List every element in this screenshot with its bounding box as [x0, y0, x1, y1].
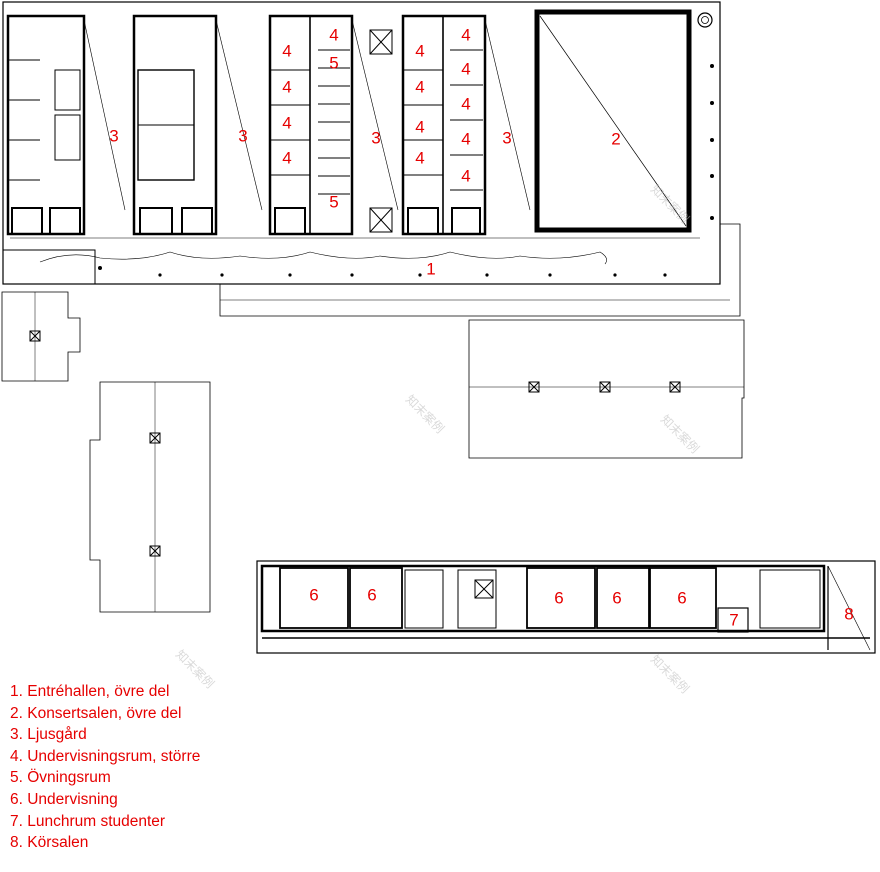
room-label: 4: [415, 117, 424, 136]
room-label: 3: [109, 126, 118, 145]
legend-item: 1. Entréhallen, övre del: [10, 683, 170, 700]
room-label: 4: [282, 41, 291, 60]
room-label: 4: [461, 166, 470, 185]
room-label: 3: [238, 126, 247, 145]
right-annex: [468, 319, 745, 459]
watermark: 知末案例: [403, 392, 448, 437]
middle-annex: [89, 381, 211, 613]
legend-item: 5. Övningsrum: [10, 769, 111, 787]
watermark: 知末案例: [648, 182, 693, 227]
room-label: 4: [282, 113, 291, 132]
room-label: 6: [309, 585, 318, 604]
legend-item: 2. Konsertsalen, övre del: [10, 704, 182, 722]
room-label: 6: [554, 588, 563, 607]
room-label: 4: [415, 77, 424, 96]
room-label: 7: [729, 610, 738, 629]
room-label: 5: [329, 192, 338, 211]
room-label: 4: [415, 148, 424, 167]
room-label: 5: [329, 53, 338, 72]
legend-item: 6. Undervisning: [10, 790, 118, 808]
legend-item: 3. Ljusgård: [10, 726, 87, 744]
room-label: 6: [367, 585, 376, 604]
room-label: 3: [371, 128, 380, 147]
watermark: 知末案例: [658, 412, 703, 457]
room-label: 4: [282, 148, 291, 167]
legend-item: 8. Körsalen: [10, 834, 89, 852]
room-label: 4: [329, 25, 338, 44]
legend: 1. Entréhallen, övre del 2. Konsertsalen…: [10, 681, 200, 854]
room-label: 6: [677, 588, 686, 607]
block-d: [401, 14, 531, 236]
block-b: [132, 14, 263, 236]
block-c: [268, 14, 399, 236]
room-label: 4: [282, 77, 291, 96]
block-a: [6, 14, 126, 236]
room-label: 8: [844, 604, 853, 623]
concert-hall-wall: [534, 9, 692, 233]
room-label: 4: [461, 129, 470, 148]
room-label: 4: [461, 94, 470, 113]
room-labels: 3 3 3 3 4 4 4 4 4 4 4 4 4 4 4 4 4 4 4 4 …: [109, 25, 853, 629]
watermark: 知末案例: [648, 652, 693, 697]
room-label: 4: [461, 59, 470, 78]
legend-item: 7. Lunchrum studenter: [10, 812, 166, 830]
room-label: 4: [461, 25, 470, 44]
entrance-hall-outline: [3, 224, 721, 285]
room-label: 2: [611, 129, 620, 148]
room-label: 1: [426, 259, 435, 278]
left-annex: [1, 291, 81, 382]
room-label: 4: [415, 41, 424, 60]
lower-building: [256, 560, 876, 654]
room-label: 3: [502, 128, 511, 147]
legend-item: 4. Undervisningsrum, större: [10, 747, 201, 765]
room-label: 6: [612, 588, 621, 607]
